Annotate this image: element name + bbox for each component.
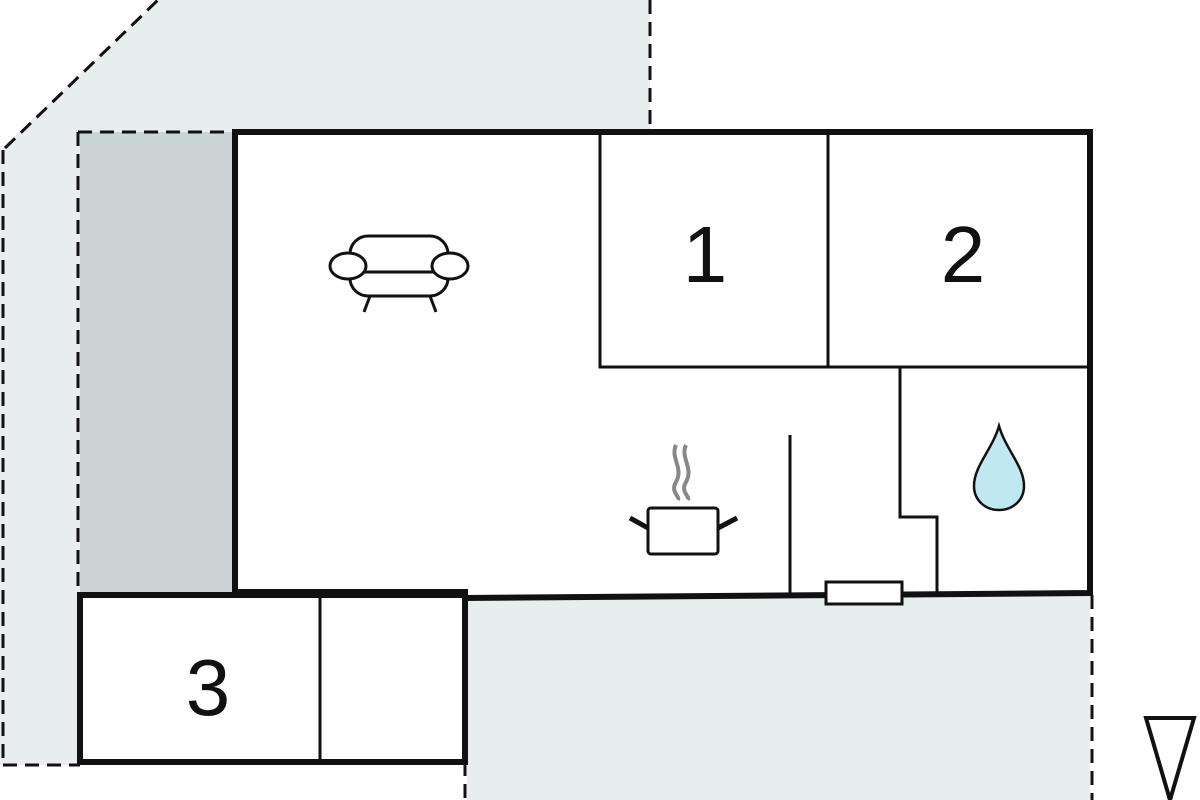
property-boundary (1, 0, 1094, 800)
outdoor-area-bottom (467, 593, 1090, 800)
room-label-1: 1 (683, 210, 728, 299)
sofa-icon (328, 234, 470, 313)
window (824, 580, 904, 606)
north-arrow-icon (1143, 716, 1197, 800)
room-label-2: 2 (941, 210, 986, 299)
shaded-strip (80, 132, 235, 592)
cooking-pot-icon (628, 444, 739, 556)
water-drop-icon (972, 421, 1026, 512)
annex-walls (77, 592, 468, 765)
room-label-3: 3 (186, 643, 231, 732)
interior-walls (318, 132, 1090, 762)
